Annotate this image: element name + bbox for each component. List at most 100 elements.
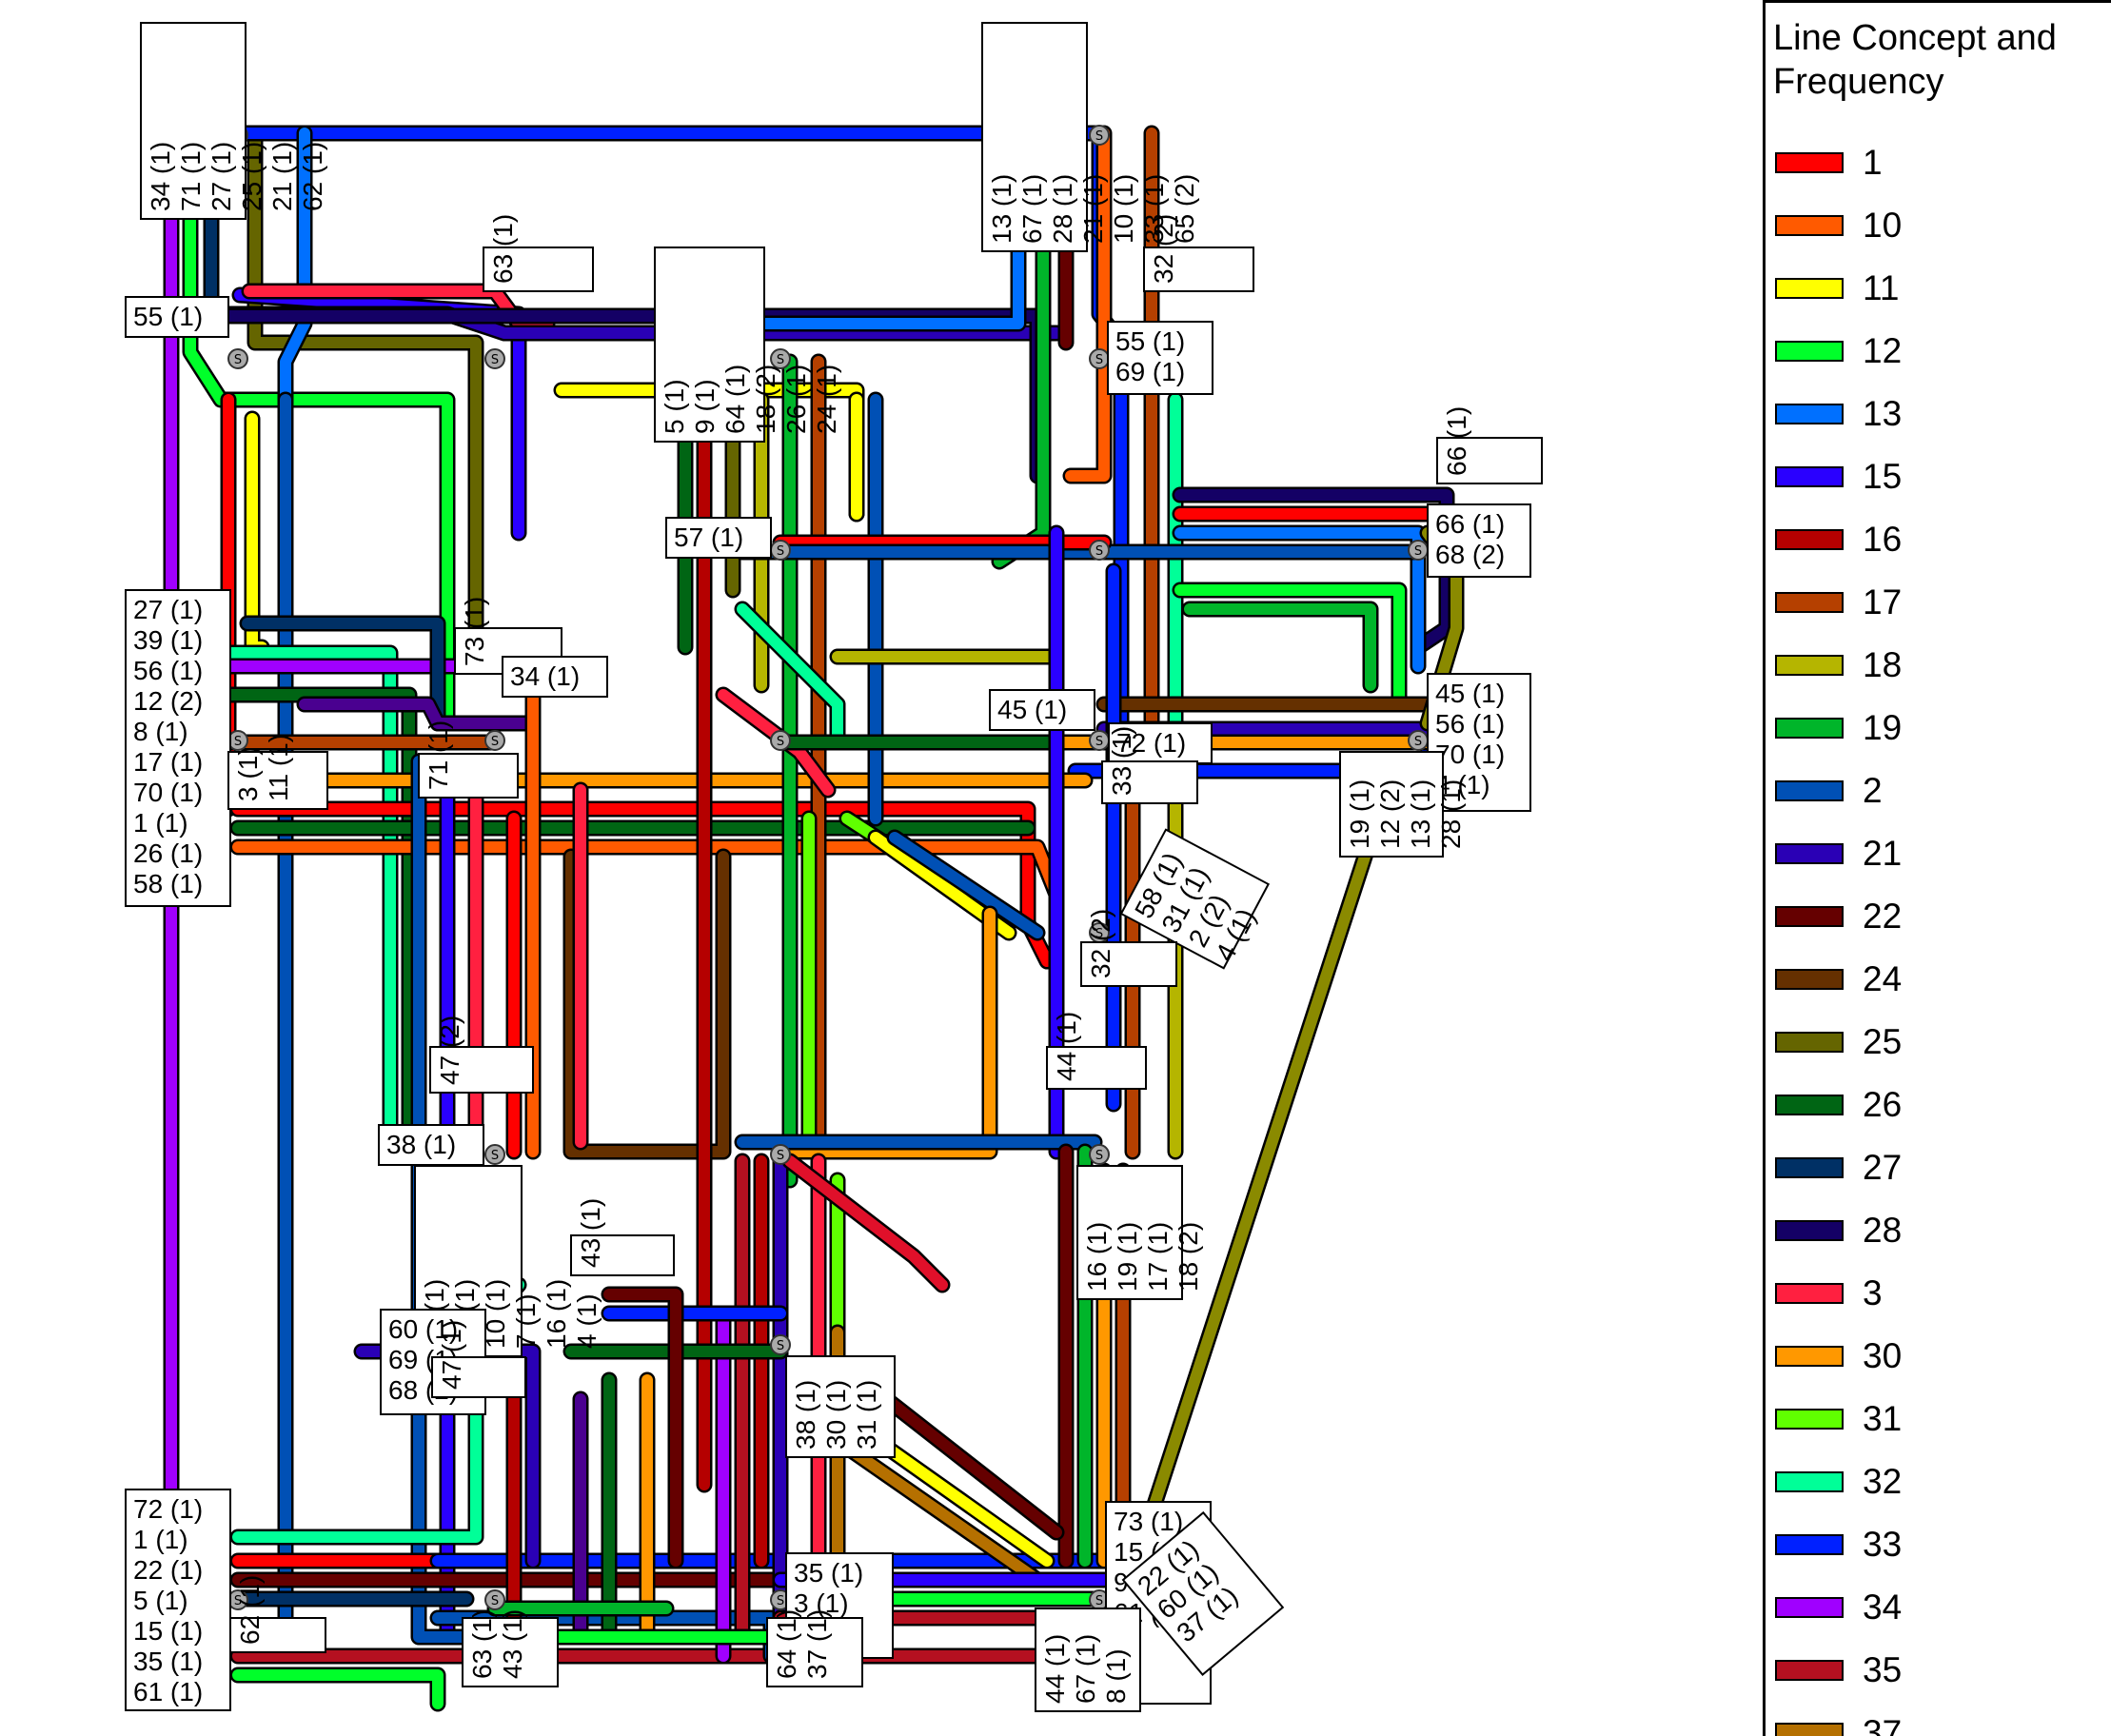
station-label: 71 (1) [418, 720, 519, 799]
route-line [715, 686, 837, 799]
label-text: 72 (1) [133, 1494, 203, 1524]
label-text: 5 (1) [660, 379, 689, 434]
legend-item: 1 [1775, 143, 1883, 182]
legend-swatch [1775, 906, 1844, 927]
label-text: 70 (1) [1435, 740, 1505, 769]
label-text: 22 (1) [133, 1555, 203, 1585]
legend-label: 28 [1863, 1211, 1903, 1250]
station-label: 34 (1)71 (1)27 (1)25 (1)21 (1)62 (1) [140, 22, 327, 220]
station-label: 55 (1) [125, 296, 229, 338]
station-symbol: S [491, 1594, 499, 1608]
label-box [1121, 1510, 1285, 1676]
legend-item: 19 [1775, 708, 1903, 747]
label-box [981, 22, 1088, 252]
label-text: 67 (1) [1017, 174, 1047, 244]
legend-item: 11 [1775, 268, 1899, 307]
legend-item: 10 [1775, 206, 1902, 245]
label-text: 10 (1) [1109, 174, 1138, 244]
station-marker: S [227, 348, 248, 369]
route-line [781, 1153, 951, 1293]
label-text: 65 (2) [1170, 174, 1199, 244]
label-text: 7 (1) [511, 1293, 541, 1349]
legend-label: 19 [1863, 708, 1903, 747]
route-line [1172, 524, 1427, 675]
station-label: 22 (1)60 (1)37 (1) [1121, 1510, 1285, 1676]
label-text: 8 (1) [1101, 1648, 1131, 1704]
legend-swatch [1775, 152, 1844, 173]
station-symbol: S [1095, 129, 1103, 144]
legend-item: 2 [1775, 771, 1883, 810]
label-text: 12 (2) [1375, 779, 1405, 849]
station-symbol: S [1095, 1149, 1103, 1163]
label-text: 47 (1) [437, 1320, 466, 1390]
label-text: 44 (1) [1040, 1634, 1070, 1704]
label-box [1427, 503, 1531, 578]
label-text: 24 (1) [812, 365, 841, 434]
label-text: 19 (1) [1345, 779, 1374, 849]
legend-label: 16 [1863, 520, 1903, 559]
legend-swatch [1775, 1534, 1844, 1555]
station-marker: S [484, 348, 505, 369]
station-label: 38 (1) [378, 1124, 484, 1166]
label-text: 27 (1) [133, 595, 203, 624]
station-label: 38 (1)30 (1)31 (1) [785, 1355, 896, 1458]
label-box [483, 247, 594, 292]
legend-item: 18 [1775, 645, 1903, 684]
station-label: 63 (1) [483, 214, 594, 292]
station-symbol: S [777, 735, 784, 749]
label-text: 72 (1) [1116, 728, 1186, 758]
station-label: 27 (1)39 (1)56 (1)12 (2)8 (1)17 (1)70 (1… [125, 589, 231, 907]
legend-swatch [1775, 1157, 1844, 1178]
legend-swatch [1775, 1723, 1844, 1736]
legend-label: 32 [1863, 1462, 1903, 1501]
label-box [1436, 437, 1543, 484]
label-text: 13 (1) [1406, 779, 1435, 849]
legend-label: 3 [1863, 1273, 1883, 1312]
legend-label: 12 [1863, 331, 1903, 370]
legend-label: 17 [1863, 582, 1903, 621]
route-line [1143, 772, 1398, 1522]
legend-item: 13 [1775, 394, 1902, 433]
label-text: 58 (1) [133, 869, 203, 898]
label-text: 26 (1) [133, 838, 203, 868]
label-text: 56 (1) [1435, 709, 1505, 739]
legend-item: 27 [1775, 1148, 1902, 1187]
route-line [244, 410, 270, 656]
label-box [1339, 751, 1444, 858]
station-symbol: S [777, 1339, 784, 1353]
legend-item: 24 [1775, 959, 1902, 998]
station-marker: S [1408, 540, 1429, 561]
label-text: 38 (1) [791, 1380, 820, 1450]
label-box [140, 22, 247, 220]
label-text: 66 (1) [1442, 406, 1471, 476]
label-text: 44 (1) [1052, 1012, 1081, 1081]
route-line [1062, 125, 1113, 484]
label-text: 4 (1) [1435, 770, 1490, 799]
station-label: 66 (1)68 (2) [1427, 503, 1531, 578]
label-text: 62 (1) [235, 1575, 265, 1645]
station-label: 47 (1) [431, 1320, 526, 1398]
label-text: 55 (1) [1115, 326, 1185, 356]
label-text: 33 (1) [1107, 726, 1136, 796]
legend-title-line2: Frequency [1773, 62, 1944, 102]
label-text: 28 (1) [1048, 174, 1077, 244]
label-text: 16 (1) [1082, 1222, 1112, 1292]
legend-item: 31 [1775, 1399, 1902, 1438]
legend-item: 34 [1775, 1588, 1902, 1627]
legend-swatch [1775, 529, 1844, 550]
label-text: 31 (1) [852, 1380, 881, 1450]
label-text: 35 (1) [794, 1558, 863, 1588]
label-text: 21 (1) [267, 142, 297, 211]
station-symbol: S [491, 1149, 499, 1163]
route-line [296, 696, 542, 732]
station-symbol: S [777, 544, 784, 559]
station-marker: S [770, 730, 791, 751]
label-text: 62 (1) [298, 142, 327, 211]
station-symbol: S [777, 353, 784, 367]
legend-label: 18 [1863, 645, 1903, 684]
legend-item: 32 [1775, 1462, 1903, 1501]
legend-title-line1: Line Concept and [1773, 18, 2057, 58]
legend-label: 30 [1863, 1336, 1903, 1375]
label-box [989, 689, 1095, 731]
route-line [601, 1286, 684, 1569]
